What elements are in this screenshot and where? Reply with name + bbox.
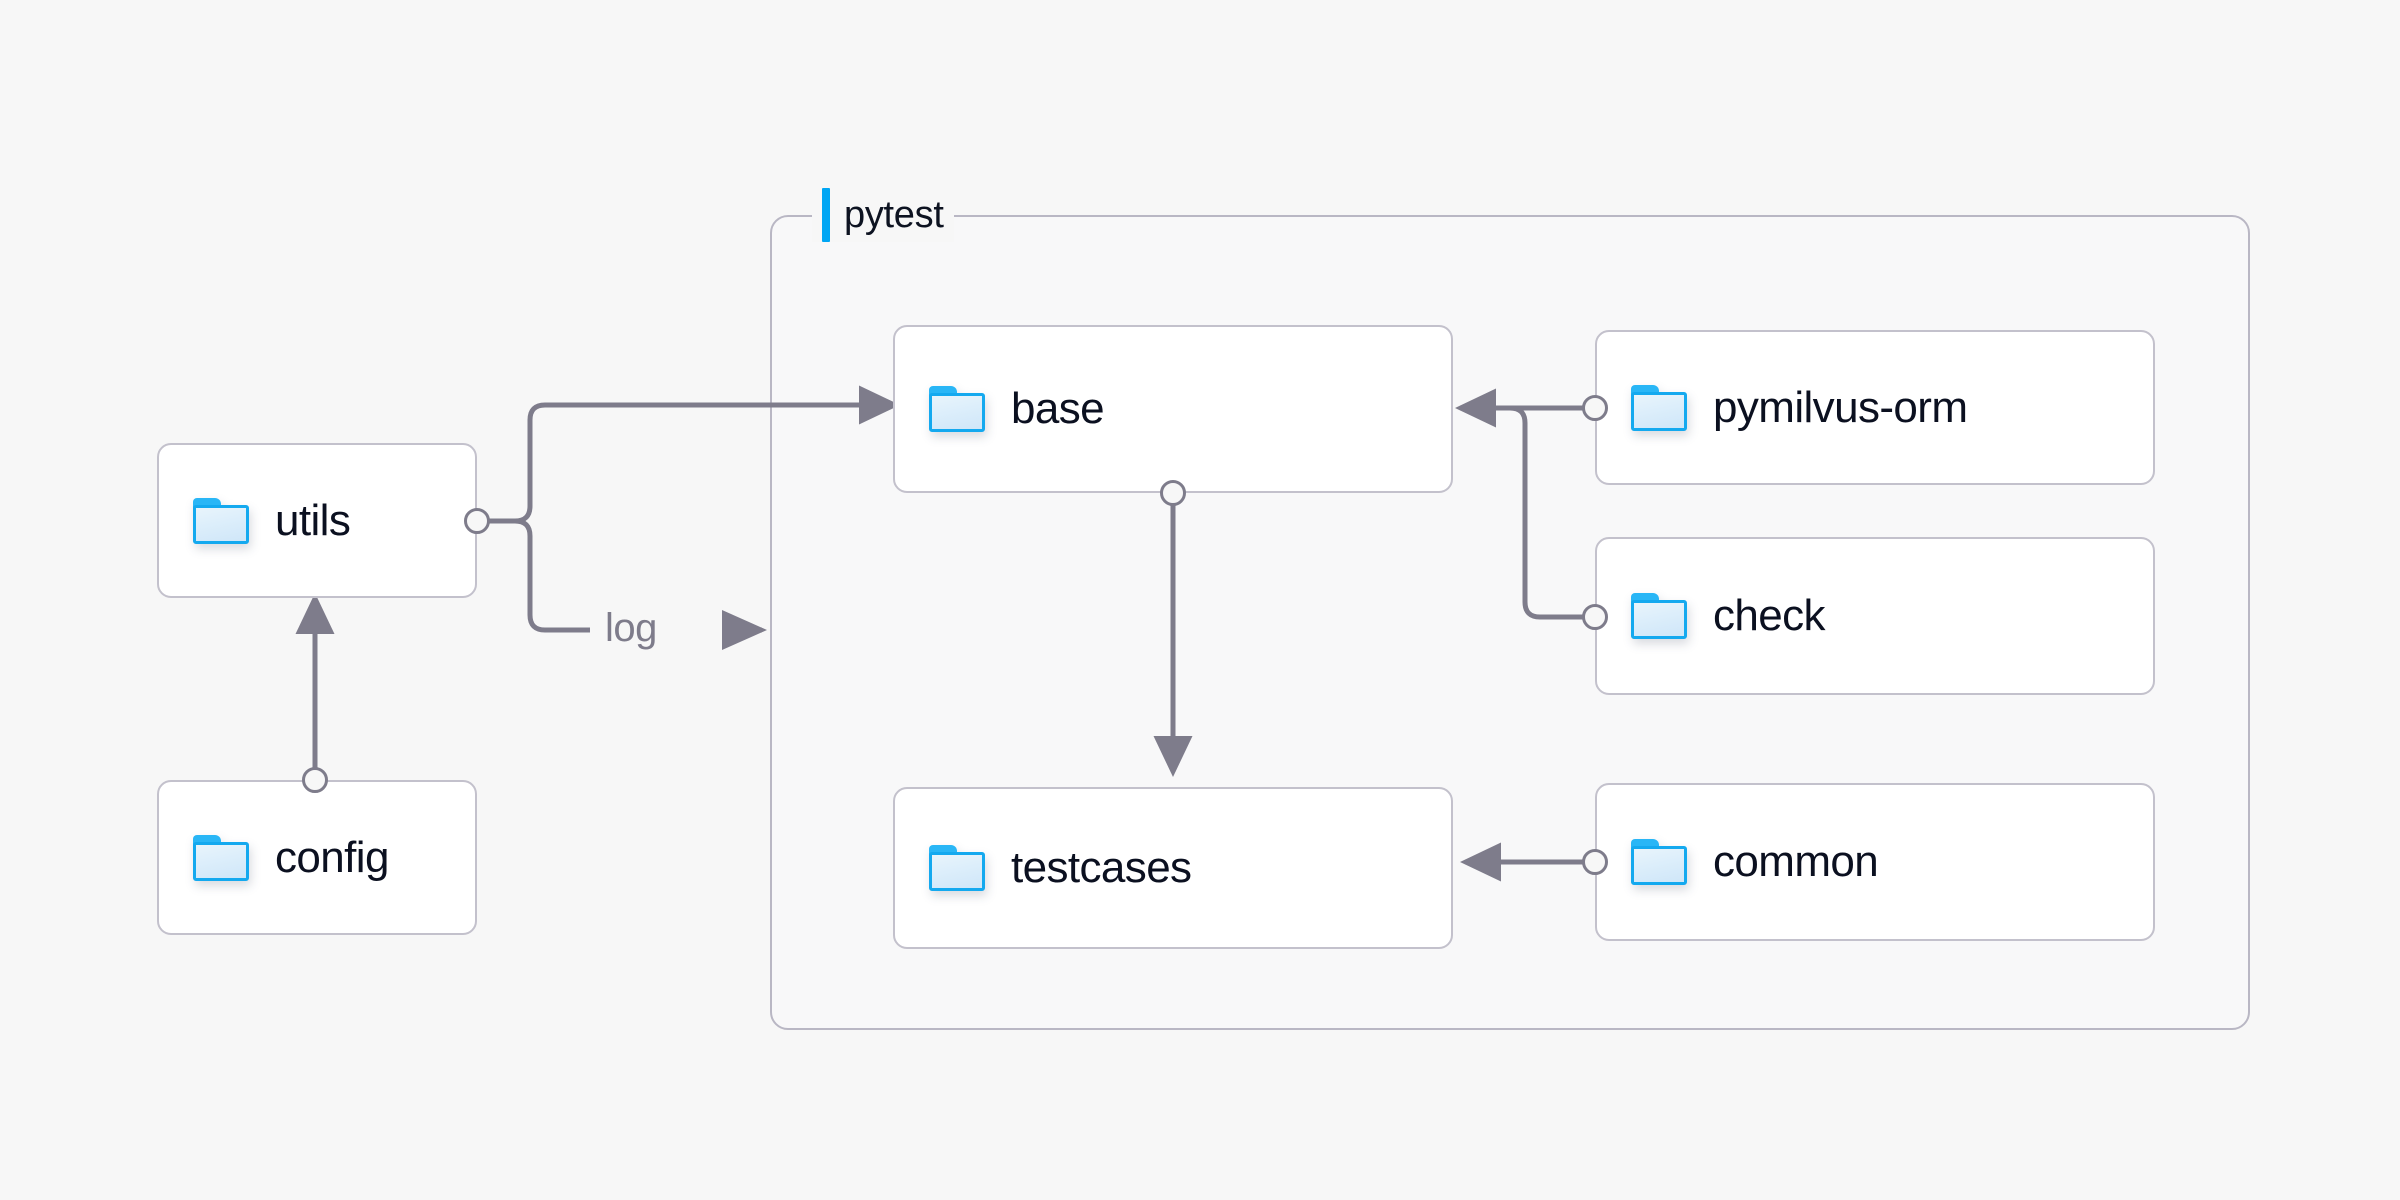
folder-icon (1631, 384, 1687, 431)
port-config-top[interactable] (302, 767, 328, 793)
group-title-pytest: pytest (812, 188, 954, 242)
accent-bar-icon (822, 188, 830, 242)
node-utils[interactable]: utils (157, 443, 477, 598)
folder-icon (193, 497, 249, 544)
node-pymilvus-orm[interactable]: pymilvus-orm (1595, 330, 2155, 485)
node-testcases[interactable]: testcases (893, 787, 1453, 949)
folder-icon (929, 386, 985, 432)
port-common-left[interactable] (1582, 849, 1608, 875)
node-label-base: base (1011, 384, 1105, 433)
folder-icon (193, 834, 249, 881)
node-label-check: check (1713, 591, 1826, 640)
node-label-common: common (1713, 837, 1879, 886)
port-pymilvus-orm-left[interactable] (1582, 395, 1608, 421)
edge-label-log: log (605, 606, 657, 650)
node-label-testcases: testcases (1011, 843, 1192, 892)
group-label: pytest (844, 194, 944, 236)
folder-icon (1631, 593, 1687, 639)
node-label-config: config (275, 832, 389, 882)
port-check-left[interactable] (1582, 604, 1608, 630)
node-base[interactable]: base (893, 325, 1453, 493)
node-check[interactable]: check (1595, 537, 2155, 695)
edge-utils-to-log (487, 518, 590, 633)
folder-icon (929, 845, 985, 891)
node-common[interactable]: common (1595, 783, 2155, 941)
node-label-pymilvus-orm: pymilvus-orm (1713, 382, 1968, 432)
node-config[interactable]: config (157, 780, 477, 935)
port-utils-right[interactable] (464, 508, 490, 534)
node-label-utils: utils (275, 495, 351, 545)
port-base-bottom[interactable] (1160, 480, 1186, 506)
folder-icon (1631, 839, 1687, 885)
